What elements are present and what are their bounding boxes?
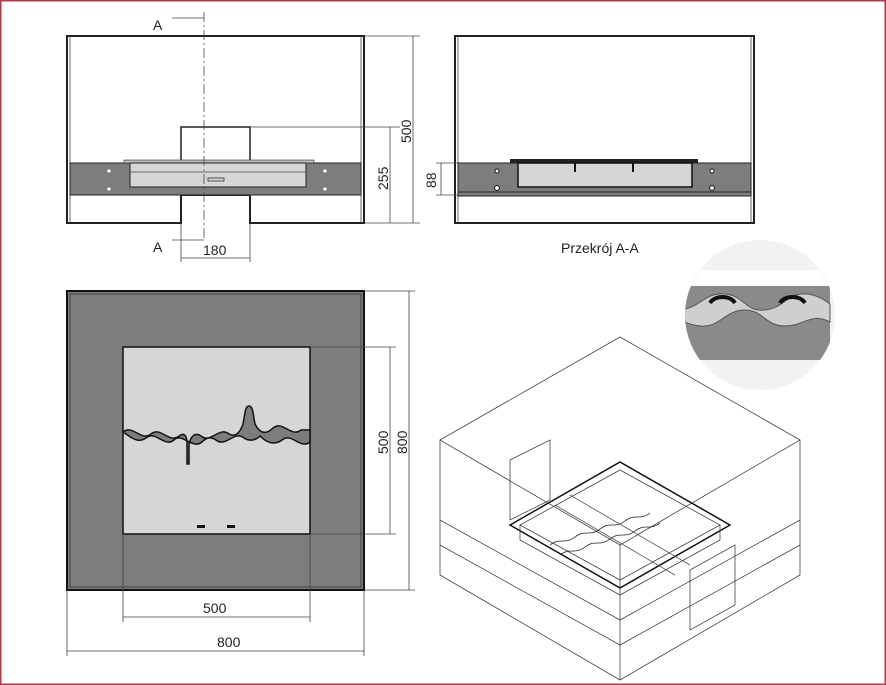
burner-detail-view xyxy=(685,240,835,390)
section-mark-top: A xyxy=(153,17,163,33)
dim-opening-height: 255 xyxy=(375,166,391,190)
front-view xyxy=(66,12,420,262)
section-title: Przekrój A-A xyxy=(561,240,639,256)
dim-plan-inner-depth: 500 xyxy=(375,430,391,454)
isometric-view xyxy=(439,336,801,681)
dim-plan-outer-depth: 800 xyxy=(394,430,410,454)
plan-view xyxy=(66,290,415,656)
dim-front-height: 500 xyxy=(398,119,414,143)
dim-plan-inner-width: 500 xyxy=(203,600,227,616)
section-view xyxy=(436,35,755,224)
dim-opening-width: 180 xyxy=(203,242,227,258)
dim-burner-height: 88 xyxy=(423,172,439,188)
section-mark-bottom: A xyxy=(153,239,163,255)
dim-plan-outer-width: 800 xyxy=(217,634,241,650)
